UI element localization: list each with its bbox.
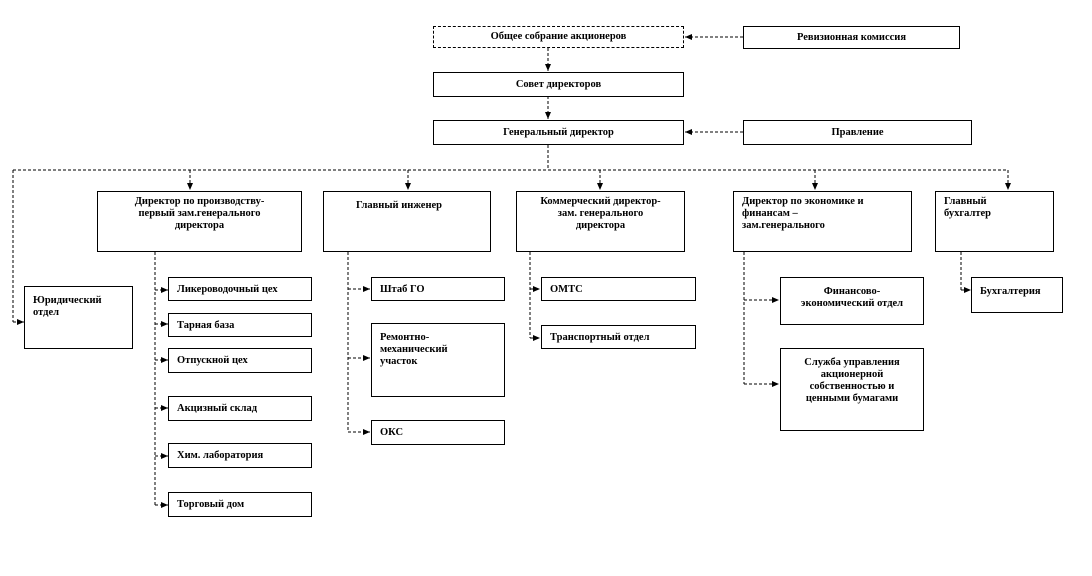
chief-engineer-box: Главный инженер [323, 191, 491, 252]
chief-accountant-label: Главный бухгалтер [944, 196, 992, 219]
production-unit-3: Отпускной цех [168, 348, 312, 373]
production-unit-label: Хим. лаборатория [177, 450, 264, 461]
production-unit-1: Ликероводочный цех [168, 277, 312, 301]
audit-label: Ревизионная комиссия [796, 31, 907, 43]
production-director-label: Директор по производству- первый зам.ген… [134, 196, 265, 231]
engineer-unit-label: ОКС [380, 427, 404, 438]
accountant-unit-label: Бухгалтерия [980, 286, 1041, 297]
engineer-unit-label: Ремонтно- механический участок [380, 332, 448, 367]
production-unit-label: Акцизный склад [177, 403, 258, 414]
legal-label: Юридический отдел [33, 295, 102, 318]
commercial-unit-label: Транспортный отдел [550, 332, 650, 343]
legal-box: Юридический отдел [24, 286, 133, 349]
production-unit-4: Акцизный склад [168, 396, 312, 421]
engineer-unit-3: ОКС [371, 420, 505, 445]
general-director-label: Генеральный директор [503, 126, 614, 138]
engineer-unit-1: Штаб ГО [371, 277, 505, 301]
production-director-box: Директор по производству- первый зам.ген… [97, 191, 302, 252]
engineer-unit-2: Ремонтно- механический участок [371, 323, 505, 397]
commercial-director-label: Коммерческий директор- зам. генерального… [540, 196, 661, 231]
management-box: Правление [743, 120, 972, 145]
production-unit-2: Тарная база [168, 313, 312, 337]
production-unit-label: Торговый дом [177, 499, 245, 510]
management-label: Правление [831, 126, 884, 138]
production-unit-label: Отпускной цех [177, 355, 248, 366]
board-box: Совет директоров [433, 72, 684, 97]
audit-box: Ревизионная комиссия [743, 26, 960, 49]
production-unit-label: Тарная база [177, 320, 235, 331]
economics-unit-label: Служба управления акционерной собственно… [804, 357, 900, 404]
board-label: Совет директоров [515, 78, 602, 90]
commercial-director-box: Коммерческий директор- зам. генерального… [516, 191, 685, 252]
commercial-unit-2: Транспортный отдел [541, 325, 696, 349]
shareholders-box: Общее собрание акционеров [433, 26, 684, 48]
economics-unit-label: Финансово- экономический отдел [800, 286, 904, 309]
shareholders-label: Общее собрание акционеров [490, 31, 627, 42]
economics-unit-2: Служба управления акционерной собственно… [780, 348, 924, 431]
accountant-unit-1: Бухгалтерия [971, 277, 1063, 313]
economics-unit-1: Финансово- экономический отдел [780, 277, 924, 325]
chief-accountant-box: Главный бухгалтер [935, 191, 1054, 252]
production-unit-5: Хим. лаборатория [168, 443, 312, 468]
commercial-unit-label: ОМТС [550, 284, 583, 295]
commercial-unit-1: ОМТС [541, 277, 696, 301]
economics-director-box: Директор по экономике и финансам – зам.г… [733, 191, 912, 252]
production-unit-label: Ликероводочный цех [177, 284, 278, 295]
general-director-box: Генеральный директор [433, 120, 684, 145]
engineer-unit-label: Штаб ГО [380, 284, 425, 295]
chief-engineer-label: Главный инженер [356, 200, 443, 211]
economics-director-label: Директор по экономике и финансам – зам.г… [742, 196, 864, 231]
production-unit-6: Торговый дом [168, 492, 312, 517]
